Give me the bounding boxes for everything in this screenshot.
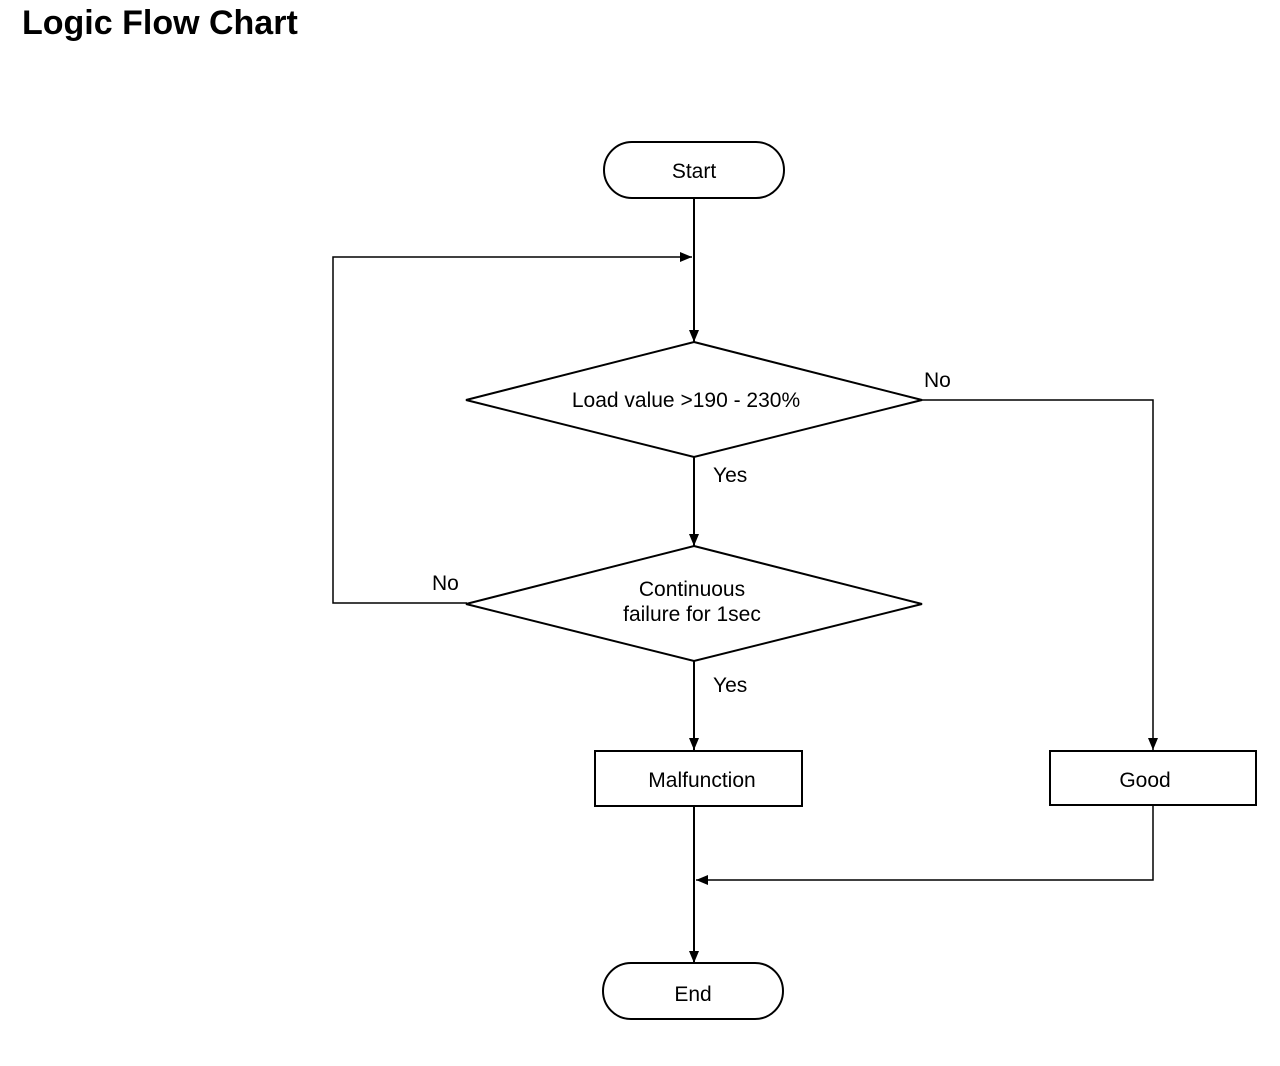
end-terminator <box>602 962 784 1020</box>
good-box <box>1049 750 1257 806</box>
edge-loop-back <box>332 252 692 604</box>
end-label: End <box>674 983 711 1006</box>
decision1-label: Load value >190 - 230% <box>572 389 800 412</box>
malfunction-box <box>594 750 803 807</box>
edge-decision1-no <box>922 399 1158 750</box>
good-label: Good <box>1119 769 1170 792</box>
decision1-yes-label: Yes <box>713 464 747 487</box>
decision2-label-line1: Continuous <box>639 578 745 601</box>
decision1-no-label: No <box>924 369 951 392</box>
decision2-no-label: No <box>432 572 459 595</box>
decision2-yes-label: Yes <box>713 674 747 697</box>
edge-good-to-merge <box>696 805 1154 885</box>
start-label: Start <box>672 160 717 183</box>
decision2-label-line2: failure for 1sec <box>623 603 761 626</box>
malfunction-label: Malfunction <box>648 769 755 792</box>
page-title: Logic Flow Chart <box>22 4 298 42</box>
